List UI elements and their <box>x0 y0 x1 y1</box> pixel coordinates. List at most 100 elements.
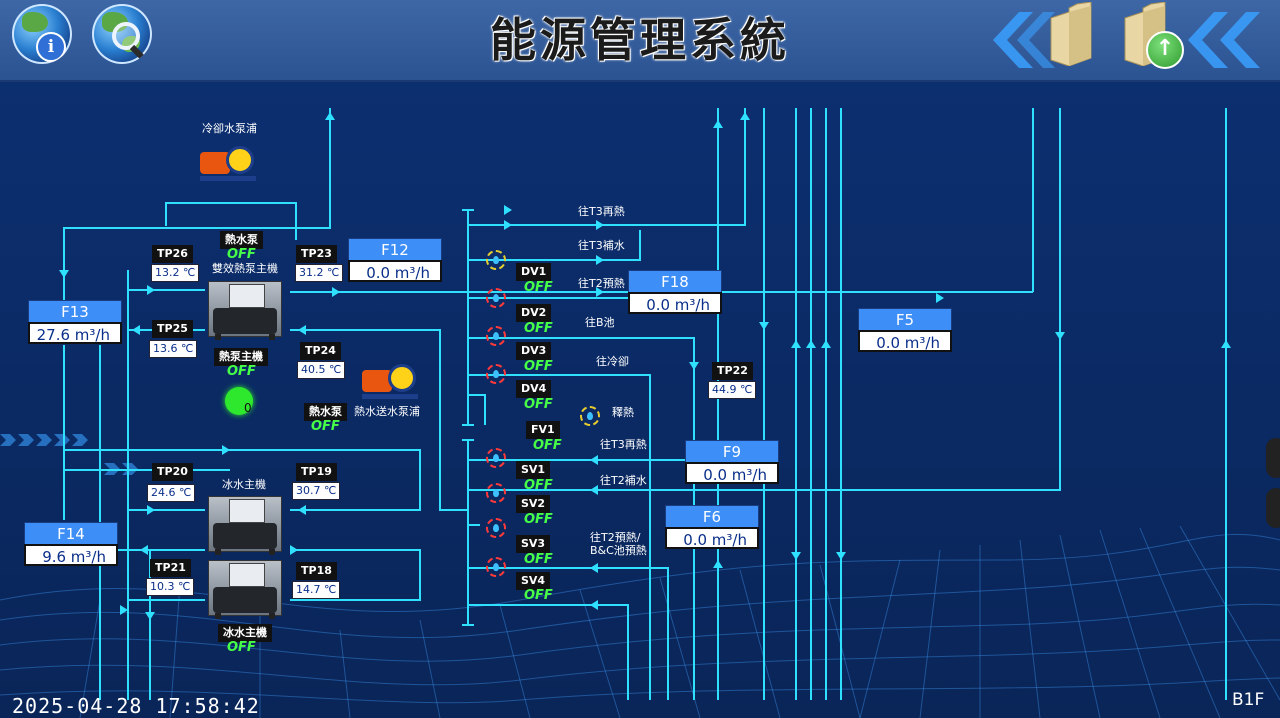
dest-t3-reheat: 往T3再熱 <box>600 438 647 451</box>
f6-label: F6 <box>665 505 759 529</box>
dv2-status: OFF <box>524 321 553 336</box>
valve-dv2-icon[interactable] <box>486 288 506 308</box>
dest-t2-makeup: 往T2補水 <box>600 474 647 487</box>
sv2-label: SV2 <box>516 495 551 513</box>
sv4-label: SV4 <box>516 572 551 590</box>
arrow-up-icon[interactable]: ↑ <box>1146 31 1184 69</box>
tp26-value: 13.2 ℃ <box>151 264 200 282</box>
floor-label: B1F <box>1232 690 1265 710</box>
dv1-status: OFF <box>524 280 553 295</box>
valve-dv1-icon[interactable] <box>486 250 506 270</box>
f12-label: F12 <box>348 238 442 262</box>
page-title: 能源管理系統 <box>490 13 790 67</box>
heat-pump-indicator-value: 0 <box>244 401 252 415</box>
chiller-2-label: 冰水主機 <box>218 624 272 642</box>
f12-value: 0.0 m³/h <box>348 260 442 282</box>
f18-value: 0.0 m³/h <box>628 292 722 314</box>
chiller-2-unit[interactable] <box>208 560 282 619</box>
info-button[interactable]: i <box>12 4 72 64</box>
tp21-value: 10.3 ℃ <box>146 578 195 596</box>
hot-supply-pump[interactable] <box>362 362 418 402</box>
f5-value: 0.0 m³/h <box>858 330 952 352</box>
dv4-label: DV4 <box>516 380 552 398</box>
heat-pump-main-label: 熱泵主機 <box>214 348 268 366</box>
valve-sv3-icon[interactable] <box>486 518 506 538</box>
dest-t2-preheat: 往T2預熱 <box>578 277 625 290</box>
dest-t2-preheat-b: 往T2預熱/ <box>590 531 641 544</box>
folder-icon[interactable] <box>1049 2 1093 66</box>
sv3-label: SV3 <box>516 535 551 553</box>
dest-release-heat: 釋熱 <box>612 406 634 419</box>
tp21-label: TP21 <box>150 559 191 577</box>
dual-heat-pump-unit[interactable] <box>208 281 282 340</box>
dual-heat-pump-label: 雙效熱泵主機 <box>212 262 278 275</box>
tp19-label: TP19 <box>296 463 337 481</box>
heat-pump-main-status: OFF <box>227 364 256 379</box>
sv4-status: OFF <box>524 588 553 603</box>
f6-value: 0.0 m³/h <box>665 527 759 549</box>
chiller-1-unit[interactable] <box>208 496 282 555</box>
dest-cooling: 往冷卻 <box>596 355 629 368</box>
dest-bc-preheat: B&C池預熱 <box>590 544 647 557</box>
dest-t3-reheat-top: 往T3再熱 <box>578 205 625 218</box>
f9-label: F9 <box>685 440 779 464</box>
f18-label: F18 <box>628 270 722 294</box>
sv1-label: SV1 <box>516 461 551 479</box>
tp18-value: 14.7 ℃ <box>292 581 341 599</box>
valve-dv3-icon[interactable] <box>486 326 506 346</box>
valve-sv2-icon[interactable] <box>486 483 506 503</box>
f13-label: F13 <box>28 300 122 324</box>
dv1-label: DV1 <box>516 263 552 281</box>
sv2-status: OFF <box>524 512 553 527</box>
fv1-label: FV1 <box>526 421 560 439</box>
tp20-value: 24.6 ℃ <box>147 484 196 502</box>
tp22-label: TP22 <box>712 362 753 380</box>
timestamp: 2025-04-28 17:58:42 <box>12 694 260 718</box>
chiller-1-label: 冰水主機 <box>222 478 266 491</box>
side-scroll-handle[interactable] <box>1266 488 1280 528</box>
dv4-status: OFF <box>524 397 553 412</box>
valve-sv4-icon[interactable] <box>486 557 506 577</box>
hot-pump-2-label: 熱水泵 <box>304 403 347 421</box>
tp19-value: 30.7 ℃ <box>292 482 341 500</box>
tp25-label: TP25 <box>152 320 193 338</box>
info-icon: i <box>36 32 66 62</box>
hot-pump-2-status: OFF <box>311 419 340 434</box>
valve-fv1-icon[interactable] <box>580 406 600 426</box>
hot-pump-label: 熱水泵 <box>220 231 263 249</box>
cooling-pump[interactable] <box>200 144 256 184</box>
heat-pump-indicator <box>225 387 253 415</box>
tp24-value: 40.5 ℃ <box>297 361 346 379</box>
search-button[interactable] <box>92 4 152 64</box>
f9-value: 0.0 m³/h <box>685 462 779 484</box>
dest-b-pool: 往B池 <box>585 316 615 329</box>
fv1-status: OFF <box>533 438 562 453</box>
chevron-left-icon <box>1188 12 1260 68</box>
tp18-label: TP18 <box>296 562 337 580</box>
hot-pump-status: OFF <box>227 247 256 262</box>
tp20-label: TP20 <box>152 463 193 481</box>
f14-label: F14 <box>24 522 118 546</box>
f14-value: 9.6 m³/h <box>24 544 118 566</box>
tp26-label: TP26 <box>152 245 193 263</box>
f13-value: 27.6 m³/h <box>28 322 122 344</box>
tp22-value: 44.9 ℃ <box>708 381 757 399</box>
chevron-left-icon[interactable] <box>985 10 1055 70</box>
side-scroll-handle[interactable] <box>1266 438 1280 478</box>
chiller-2-status: OFF <box>227 640 256 655</box>
tp24-label: TP24 <box>300 342 341 360</box>
f5-label: F5 <box>858 308 952 332</box>
valve-dv4-icon[interactable] <box>486 364 506 384</box>
valve-sv1-icon[interactable] <box>486 448 506 468</box>
dv3-status: OFF <box>524 359 553 374</box>
sv1-status: OFF <box>524 478 553 493</box>
tp23-label: TP23 <box>296 245 337 263</box>
tp25-value: 13.6 ℃ <box>149 340 198 358</box>
dv3-label: DV3 <box>516 342 552 360</box>
tp23-value: 31.2 ℃ <box>295 264 344 282</box>
hot-supply-pump-label: 熱水送水泵浦 <box>354 405 420 418</box>
cooling-pump-label: 冷卻水泵浦 <box>202 122 257 135</box>
sv3-status: OFF <box>524 552 553 567</box>
dest-t3-makeup: 往T3補水 <box>578 239 625 252</box>
